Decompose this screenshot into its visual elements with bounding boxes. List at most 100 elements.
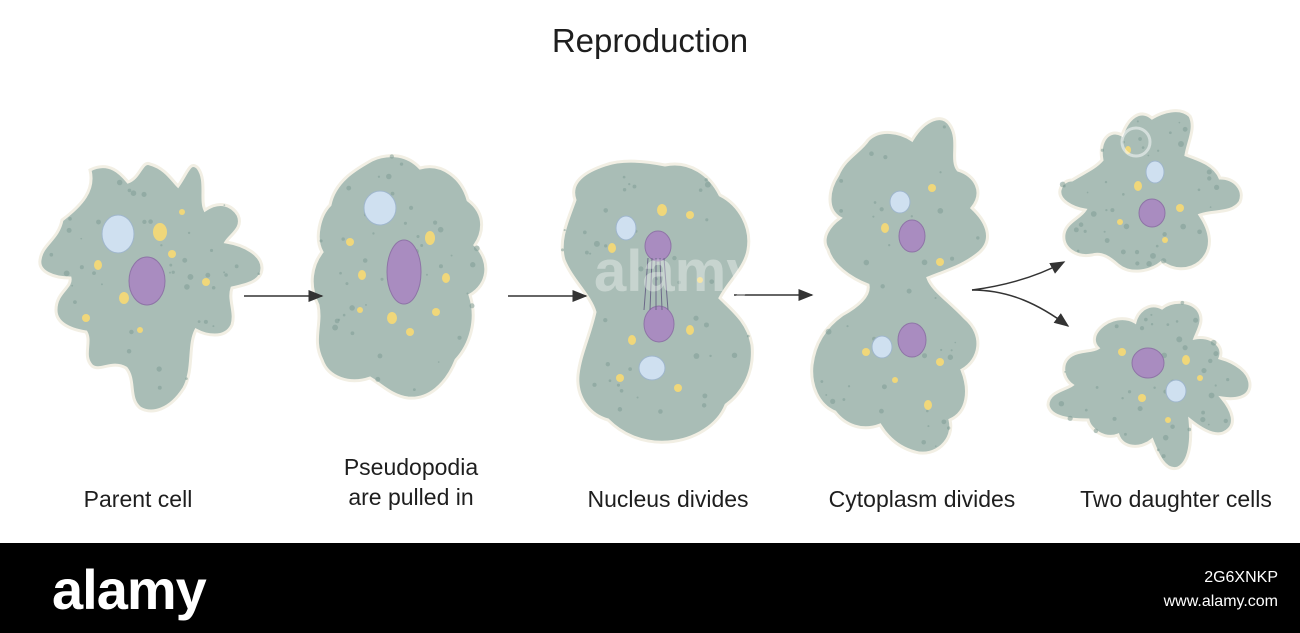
cytoplasm-granule-dot bbox=[910, 215, 913, 218]
stage-label-pseudopodia: Pseudopodia are pulled in bbox=[343, 454, 479, 510]
cytoplasm-granule-dot bbox=[677, 280, 682, 285]
cytoplasm-granule-dot bbox=[420, 244, 424, 247]
vacuole bbox=[1145, 160, 1165, 184]
cytoplasm-granule-dot bbox=[582, 230, 587, 235]
cytoplasm-granule-dot bbox=[622, 188, 627, 192]
cytoplasm-granule-dot bbox=[160, 244, 163, 247]
cytoplasm-granule-dot bbox=[1123, 223, 1130, 230]
cytoplasm-granule-dot bbox=[881, 384, 887, 390]
cell-body bbox=[1058, 109, 1243, 273]
cytoplasm-granule-dot bbox=[926, 409, 929, 413]
cytoplasm-granule-dot bbox=[1121, 396, 1124, 400]
cytoplasm-granule-dot bbox=[1176, 336, 1183, 343]
cytoplasm-granule-dot bbox=[49, 252, 54, 257]
cytoplasm-granule-dot bbox=[927, 425, 930, 428]
cytoplasm-granule-dot bbox=[1197, 188, 1201, 192]
cytoplasm-granule-dot bbox=[129, 329, 134, 335]
cytoplasm-granule-dot bbox=[339, 271, 342, 275]
nucleus bbox=[1131, 347, 1165, 379]
cytoplasm-granule-dot bbox=[1166, 323, 1170, 327]
cytoplasm-granule-dot bbox=[1135, 261, 1140, 266]
cytoplasm-granule-dot bbox=[619, 388, 624, 393]
cytoplasm-granule-dot bbox=[1214, 384, 1217, 387]
cytoplasm-granule-dot bbox=[375, 376, 381, 382]
nucleus bbox=[1138, 198, 1166, 228]
cytoplasm-granule-dot bbox=[63, 270, 70, 277]
cytoplasm-granule-dot bbox=[873, 201, 877, 204]
cytoplasm-granule-dot bbox=[921, 259, 928, 266]
nucleus bbox=[128, 256, 166, 306]
cytoplasm-granule-dot bbox=[1210, 339, 1217, 346]
cytoplasm-granule-dot bbox=[187, 231, 191, 235]
cytoplasm-granule-dot bbox=[156, 366, 162, 372]
daughter-cell-bottom bbox=[1046, 300, 1252, 471]
cytoplasm-granule-dot bbox=[605, 362, 611, 367]
diagram-title: Reproduction bbox=[551, 22, 749, 59]
cytoplasm-granule-dot bbox=[939, 171, 942, 174]
cytoplasm-granule-dot bbox=[616, 383, 620, 387]
cytoplasm-granule-dot bbox=[412, 388, 416, 392]
vacuole bbox=[101, 214, 135, 254]
cytoplasm-granule-dot bbox=[1103, 230, 1106, 233]
cytoplasm-granule-dot bbox=[1182, 345, 1188, 351]
cytoplasm-granule-dot bbox=[603, 317, 608, 323]
cytoplasm-granule-dot bbox=[1104, 180, 1108, 184]
cytoplasm-granule-dot bbox=[1201, 368, 1207, 374]
cytoplasm-granule-dot bbox=[203, 319, 208, 324]
cytoplasm-granule-dot bbox=[337, 318, 341, 321]
nucleus bbox=[643, 305, 675, 343]
cell-body bbox=[1046, 300, 1252, 471]
cytoplasm-granule-dot bbox=[157, 385, 162, 390]
cytoplasm-granule-dot bbox=[1078, 222, 1084, 227]
cytoplasm-granule-dot bbox=[921, 439, 927, 445]
cytoplasm-granule-dot bbox=[380, 277, 384, 281]
cytoplasm-granule-dot bbox=[702, 393, 708, 399]
site-url: www.alamy.com bbox=[1163, 593, 1278, 610]
cytoplasm-granule-dot bbox=[386, 173, 392, 180]
cytoplasm-granule-dot bbox=[820, 380, 824, 383]
cytoplasm-granule-dot bbox=[1067, 415, 1073, 421]
cytoplasm-granule-dot bbox=[1114, 324, 1119, 329]
retracting-cell bbox=[310, 154, 488, 400]
cytoplasm-granule-dot bbox=[941, 419, 947, 425]
cytoplasm-granule-dot bbox=[92, 271, 96, 276]
cytoplasm-granule-dot bbox=[1162, 232, 1167, 237]
cytoplasm-granule-dot bbox=[746, 334, 750, 338]
cytoplasm-granule-dot bbox=[1064, 371, 1066, 373]
cytoplasm-granule-dot bbox=[632, 184, 637, 189]
cytoplasm-granule-dot bbox=[954, 341, 957, 344]
stage-label-daughter-cells: Two daughter cells bbox=[1080, 486, 1272, 512]
cytoplasm-granule-dot bbox=[842, 398, 846, 401]
cytoplasm-granule-dot bbox=[839, 179, 844, 183]
cytoplasm-granule-dot bbox=[437, 226, 444, 233]
cytoplasm-granule-dot bbox=[592, 382, 597, 387]
cytoplasm-granule-dot bbox=[1093, 428, 1099, 434]
cytoplasm-granule-dot bbox=[73, 300, 77, 305]
cytoplasm-granule-dot bbox=[701, 403, 707, 408]
cytoplasm-granule-dot bbox=[608, 379, 612, 383]
cytoplasm-granule-dot bbox=[658, 409, 663, 414]
cytoplasm-granule-dot bbox=[1157, 149, 1160, 152]
watermark-emblem-top bbox=[1120, 126, 1152, 158]
cytoplasm-granule-dot bbox=[1178, 141, 1184, 147]
cell-body bbox=[560, 159, 754, 444]
cytoplasm-granule-dot bbox=[450, 254, 453, 257]
cytoplasm-granule-dot bbox=[389, 154, 394, 159]
cytoplasm-granule-dot bbox=[1127, 390, 1132, 394]
cytoplasm-granule-dot bbox=[847, 385, 851, 388]
cytoplasm-granule-dot bbox=[1120, 249, 1126, 255]
cytoplasm-granule-dot bbox=[946, 426, 951, 430]
cytoplasm-granule-dot bbox=[197, 320, 201, 324]
cytoplasm-granule-dot bbox=[1197, 229, 1202, 235]
cytoplasm-granule-dot bbox=[399, 162, 404, 166]
cytoplasm-granule-dot bbox=[341, 237, 345, 241]
cytoplasm-granule-dot bbox=[1134, 249, 1140, 255]
cytoplasm-granule-dot bbox=[879, 207, 884, 212]
cytoplasm-granule-dot bbox=[1160, 258, 1167, 264]
cytoplasm-granule-dot bbox=[438, 264, 443, 269]
cytoplasm-granule-dot bbox=[425, 273, 428, 276]
cytoplasm-granule-dot bbox=[704, 178, 708, 182]
cytoplasm-granule-dot bbox=[1124, 432, 1127, 436]
cytoplasm-granule-dot bbox=[148, 219, 153, 224]
cytoplasm-granule-dot bbox=[96, 219, 101, 225]
